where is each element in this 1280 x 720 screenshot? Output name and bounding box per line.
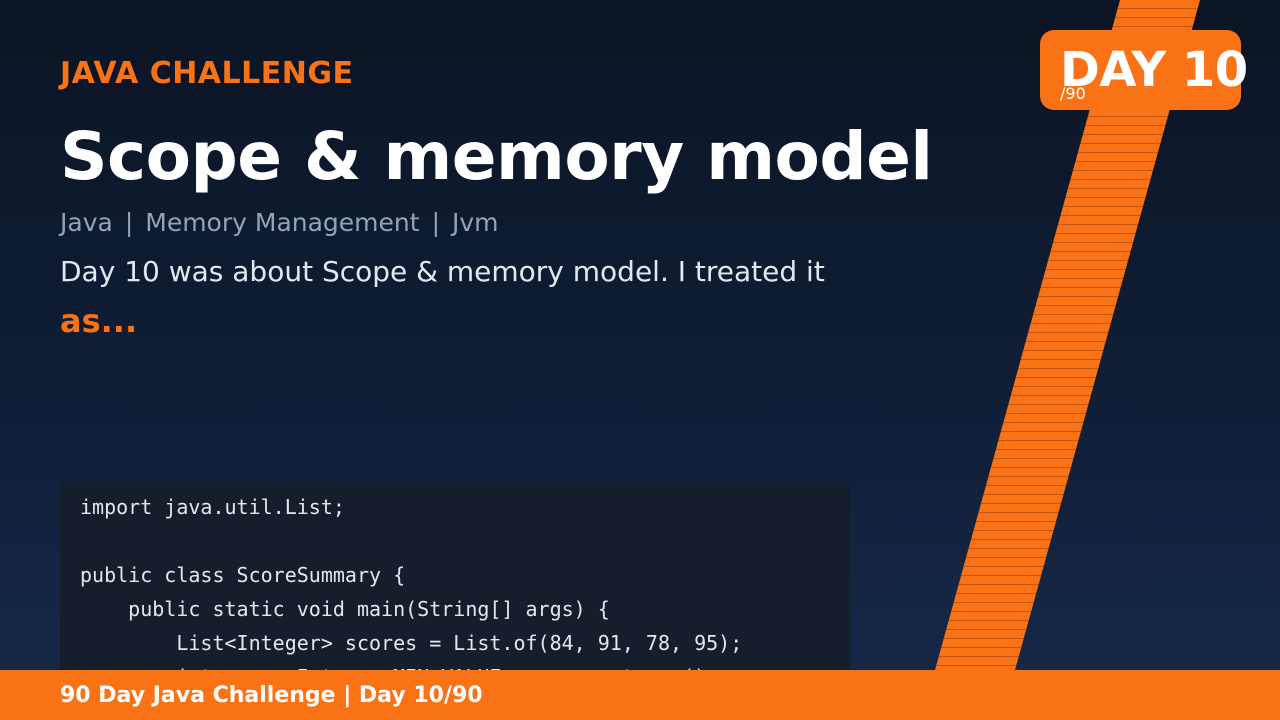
challenge-eyebrow: JAVA CHALLENGE	[60, 56, 354, 91]
description-text: Day 10 was about Scope & memory model. I…	[60, 255, 825, 288]
tag-separator: |	[124, 208, 134, 237]
code-snippet: import java.util.List; public class Scor…	[60, 482, 850, 682]
tag-separator: |	[431, 208, 440, 237]
description-continuation: as...	[60, 302, 138, 340]
code-line: List<Integer> scores = List.of(84, 91, 7…	[80, 631, 743, 655]
tag-jvm: Jvm	[452, 208, 499, 237]
tag-memory-management: Memory Management	[145, 208, 420, 237]
footer-bar: 90 Day Java Challenge | Day 10/90	[0, 670, 1280, 720]
footer-text: 90 Day Java Challenge | Day 10/90	[60, 682, 483, 708]
code-line: import java.util.List;	[80, 495, 345, 519]
code-line	[80, 524, 830, 558]
code-line: public class ScoreSummary {	[80, 563, 406, 587]
tag-java: Java	[60, 208, 113, 237]
page-title: Scope & memory model	[60, 118, 933, 195]
day-badge-total: /90	[1060, 84, 1086, 103]
code-line: public static void main(String[] args) {	[80, 597, 610, 621]
day-badge-label: DAY 10	[1060, 42, 1248, 98]
topic-tags: Java | Memory Management | Jvm	[60, 208, 499, 237]
day-badge: /90 DAY 10	[1040, 30, 1248, 110]
